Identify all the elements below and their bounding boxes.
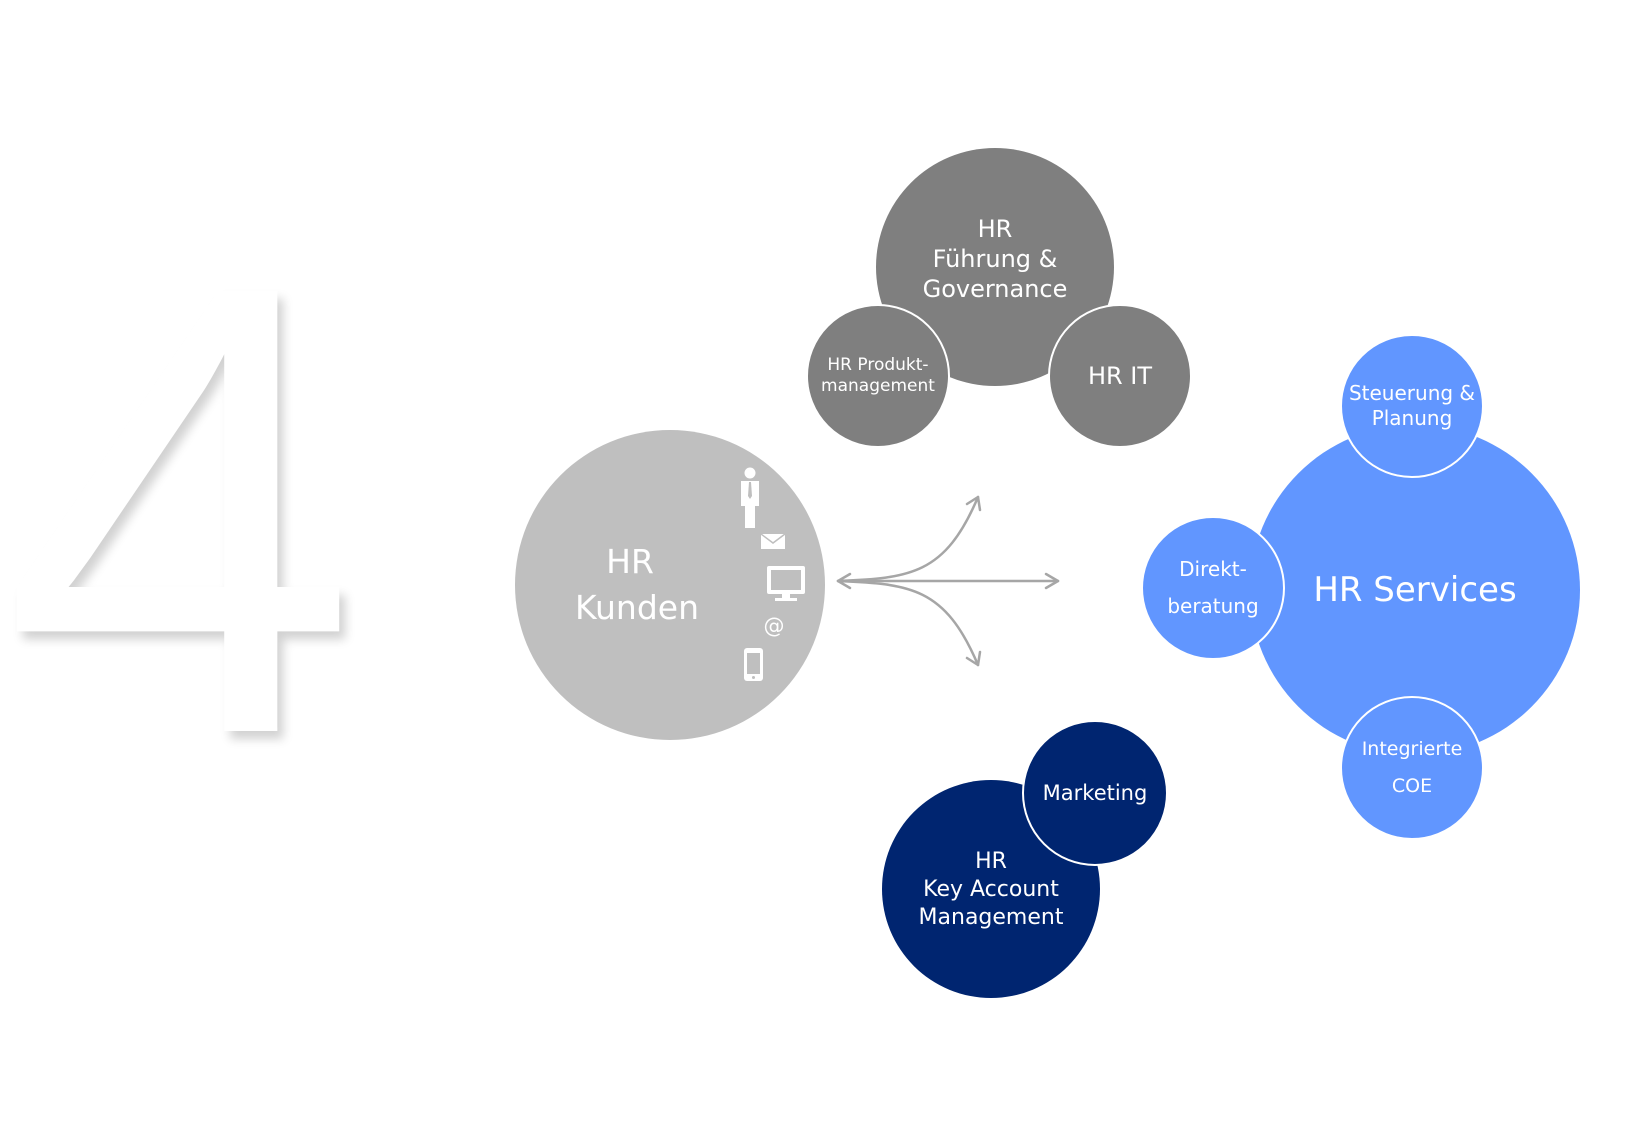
node-integrierte-coe: Integrierte COE [1340,696,1484,840]
mail-icon [760,533,786,549]
node-hr-it: HR IT [1048,304,1192,448]
arrow-to-fuehrung [836,495,980,583]
node-label: HR Services [1313,569,1517,610]
node-label: HR Key Account Management [918,849,1064,930]
arrow-head-up [965,495,982,512]
node-label: Direkt- beratung [1167,557,1259,618]
phone-icon [744,648,763,681]
node-marketing: Marketing [1022,720,1168,866]
person-icon [741,467,759,528]
node-label: HR Kunden [575,541,699,627]
big-number-four: 4 [2,152,358,867]
arrow-head-right [1044,572,1060,590]
at-icon: @ [764,614,785,638]
monitor-icon [767,566,805,601]
node-label: Marketing [1042,780,1148,805]
node-label: HR Führung & Governance [922,215,1068,303]
node-steuerung-planung: Steuerung & Planung [1340,334,1484,478]
node-label: Integrierte COE [1361,737,1463,797]
node-hr-produktmanagement: HR Produkt- management [806,304,950,448]
node-label: HR IT [1087,362,1153,390]
arrows [836,495,1060,667]
node-label: HR Produkt- management [821,354,935,396]
arrow-to-kam [836,579,980,667]
node-label: Steuerung & Planung [1348,381,1476,430]
arrow-head-down [965,650,982,667]
node-direktberatung: Direkt- beratung [1141,516,1285,660]
